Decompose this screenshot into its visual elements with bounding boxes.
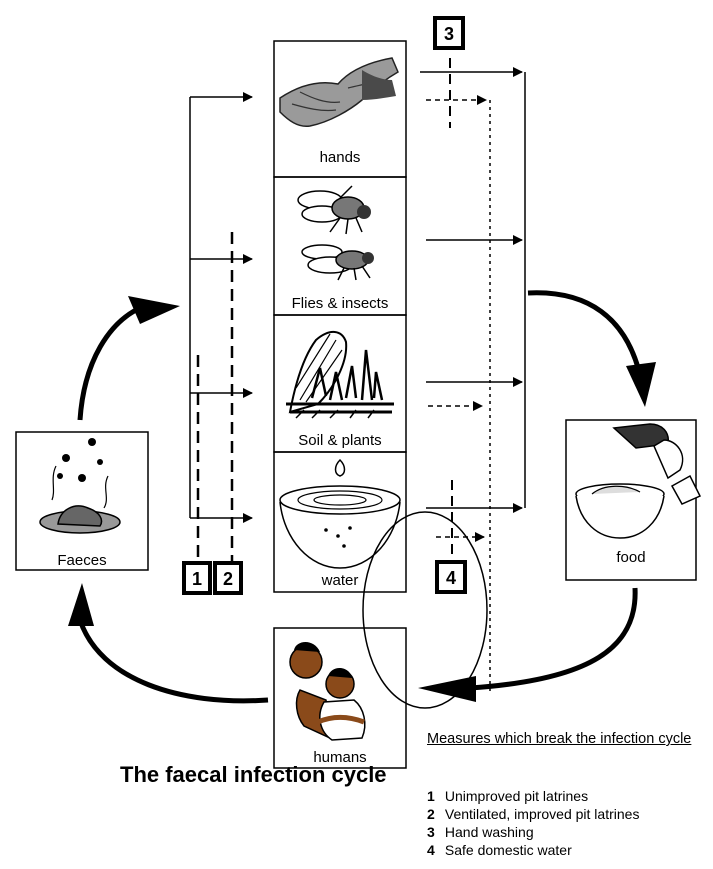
diagram-title: The faecal infection cycle	[120, 762, 387, 787]
legend-item: 1 Unimproved pit latrines	[427, 787, 639, 805]
flies-label: Flies & insects	[292, 295, 389, 312]
faeces-label: Faeces	[57, 552, 106, 569]
barrier-badge-2: 2	[213, 561, 243, 595]
svg-text:4: 4	[446, 568, 456, 588]
hands-label: hands	[320, 149, 361, 166]
legend-list: 1 Unimproved pit latrines 2 Ventilated, …	[427, 787, 639, 859]
legend-item-number: 4	[427, 842, 435, 858]
legend-item-number: 1	[427, 788, 435, 804]
fly-icon	[297, 185, 374, 281]
barrier-badge-1: 1	[182, 561, 212, 595]
water-bowl-icon	[279, 458, 401, 569]
legend-item: 4 Safe domestic water	[427, 841, 639, 859]
legend-item-text: Unimproved pit latrines	[444, 788, 589, 804]
water-label: water	[321, 572, 359, 589]
food-label: food	[616, 549, 645, 566]
legend-item-text: Ventilated, improved pit latrines	[444, 806, 640, 822]
humans-icon	[289, 642, 366, 741]
humans-label: humans	[313, 749, 366, 766]
highlight-oval	[362, 511, 488, 709]
legend-item-text: Hand washing	[444, 824, 534, 840]
barrier-badge-3: 3	[433, 16, 465, 50]
svg-text:2: 2	[223, 569, 233, 589]
faeces-box	[15, 431, 149, 571]
hand-icon	[279, 57, 399, 128]
food-icon	[575, 423, 702, 539]
svg-text:1: 1	[192, 569, 202, 589]
distribution-bracket	[189, 92, 253, 523]
svg-text:3: 3	[444, 24, 454, 44]
humans-box	[273, 627, 407, 769]
food-box	[565, 419, 697, 581]
legend-heading: Measures which break the infection cycle	[427, 731, 692, 747]
legend-item: 3 Hand washing	[427, 823, 639, 841]
legend-item-text: Safe domestic water	[444, 842, 572, 858]
faeces-icon	[39, 438, 121, 534]
cycle-arrows	[68, 290, 656, 704]
water-box	[273, 451, 407, 593]
legend-item-number: 3	[427, 824, 435, 840]
legend-item-number: 2	[427, 806, 435, 822]
right-connectors	[420, 67, 526, 695]
barrier-badge-4: 4	[435, 560, 467, 594]
soil-label: Soil & plants	[298, 432, 381, 449]
plants-icon	[286, 331, 394, 419]
legend-item: 2 Ventilated, improved pit latrines	[427, 805, 639, 823]
